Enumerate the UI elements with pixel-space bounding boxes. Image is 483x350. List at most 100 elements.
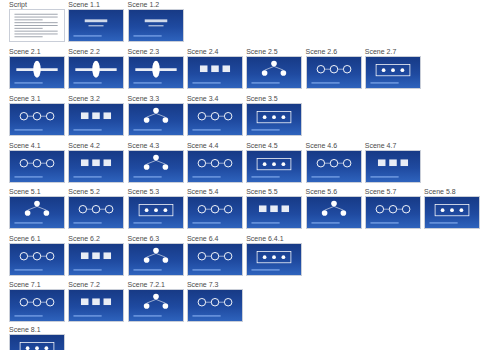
storyboard-frame: Scene 4.1 <box>9 142 65 183</box>
icon-box <box>282 205 290 212</box>
frame-heading: Scene 2.7 <box>365 48 421 56</box>
frame-heading: Scene 2.2 <box>68 48 124 56</box>
scene-thumbnail <box>246 103 302 136</box>
icon-dot <box>340 210 346 216</box>
link-line <box>205 163 211 164</box>
caption-bar <box>14 176 42 177</box>
icon-dot <box>460 208 464 212</box>
caption-bar <box>192 222 220 223</box>
icon-dot <box>282 255 286 259</box>
scene-thumbnail <box>246 196 302 229</box>
caption-bar <box>370 176 398 177</box>
icon-box <box>81 298 89 305</box>
scene-thumbnail <box>246 56 302 89</box>
icon-panel <box>20 343 54 350</box>
storyboard-frame: Scene 4.7 <box>365 142 421 183</box>
icon-circle <box>33 159 41 167</box>
frame-heading: Scene 5.2 <box>68 188 124 196</box>
scene-thumbnail <box>306 56 362 89</box>
storyboard-frame: Scene 2.6 <box>306 48 362 89</box>
icon-dot <box>143 164 149 170</box>
link-line <box>337 69 343 70</box>
link-line <box>87 209 93 210</box>
icon-circle <box>224 205 232 213</box>
link-line <box>205 209 211 210</box>
caption-bar <box>252 269 280 270</box>
scene-thumbnail <box>187 103 243 136</box>
scene-thumbnail <box>187 196 243 229</box>
link-line <box>146 253 155 257</box>
icon-dot <box>162 117 168 123</box>
icon-dot <box>143 303 149 309</box>
link-line <box>205 116 211 117</box>
link-line <box>219 163 225 164</box>
caption-bar <box>192 315 220 316</box>
icon-panel <box>257 112 291 123</box>
link-line <box>28 256 34 257</box>
caption-bar <box>14 222 42 223</box>
frame-heading: Scene 2.3 <box>128 48 184 56</box>
icon-circle <box>198 252 206 260</box>
icon-dot <box>45 346 49 350</box>
icon-circle <box>46 112 54 120</box>
frame-heading: Scene 4.5 <box>246 142 302 150</box>
storyboard-frame: Script <box>9 1 65 42</box>
caption-bar <box>74 35 102 36</box>
thumbnail-art <box>307 197 361 228</box>
icon-panel <box>376 65 410 76</box>
icon-circle <box>402 205 410 213</box>
link-line <box>41 163 47 164</box>
scene-thumbnail <box>9 56 65 89</box>
link-line <box>41 302 47 303</box>
caption-bar <box>192 129 220 130</box>
link-line <box>324 206 333 210</box>
subtitle-bar <box>148 25 163 26</box>
scene-thumbnail <box>365 196 421 229</box>
frame-heading: Scene 3.4 <box>187 95 243 103</box>
caption-bar <box>133 222 161 223</box>
text-line <box>14 33 57 35</box>
thumbnail-art <box>129 290 183 321</box>
icon-circle <box>20 112 28 120</box>
caption-bar <box>133 269 161 270</box>
text-line <box>14 27 42 29</box>
plane-wing <box>76 68 117 71</box>
link-line <box>337 163 343 164</box>
frame-heading: Scene 6.4 <box>187 235 243 243</box>
icon-circle <box>46 298 54 306</box>
icon-circle <box>343 65 351 73</box>
frame-heading: Scene 8.1 <box>9 326 65 334</box>
icon-circle <box>20 159 28 167</box>
frame-heading: Scene 3.1 <box>9 95 65 103</box>
frame-heading: Scene 3.2 <box>68 95 124 103</box>
thumbnail-art <box>69 10 123 41</box>
scene-thumbnail <box>187 56 243 89</box>
frame-heading: Scene 5.7 <box>365 188 421 196</box>
icon-box <box>270 205 278 212</box>
frame-heading: Scene 5.1 <box>9 188 65 196</box>
caption-bar <box>74 176 102 177</box>
icon-circle <box>211 159 219 167</box>
frame-heading: Scene 4.7 <box>365 142 421 150</box>
link-line <box>146 299 155 303</box>
thumbnail-art <box>129 57 183 88</box>
link-line <box>219 209 225 210</box>
scene-thumbnail <box>9 334 65 350</box>
storyboard-frame: Scene 3.2 <box>68 95 124 136</box>
link-line <box>41 256 47 257</box>
icon-panel <box>139 205 173 216</box>
thumbnail-art <box>188 151 242 182</box>
frame-heading: Scene 2.6 <box>306 48 362 56</box>
caption-bar <box>252 129 280 130</box>
storyboard-frame: Scene 4.6 <box>306 142 362 183</box>
icon-circle <box>224 252 232 260</box>
icon-box <box>259 205 267 212</box>
text-line <box>14 16 57 18</box>
caption-bar <box>74 222 102 223</box>
caption-bar <box>74 129 102 130</box>
caption-bar <box>133 82 161 83</box>
icon-dot <box>321 210 327 216</box>
icon-dot <box>163 208 167 212</box>
icon-panel <box>257 159 291 170</box>
icon-dot <box>272 255 276 259</box>
